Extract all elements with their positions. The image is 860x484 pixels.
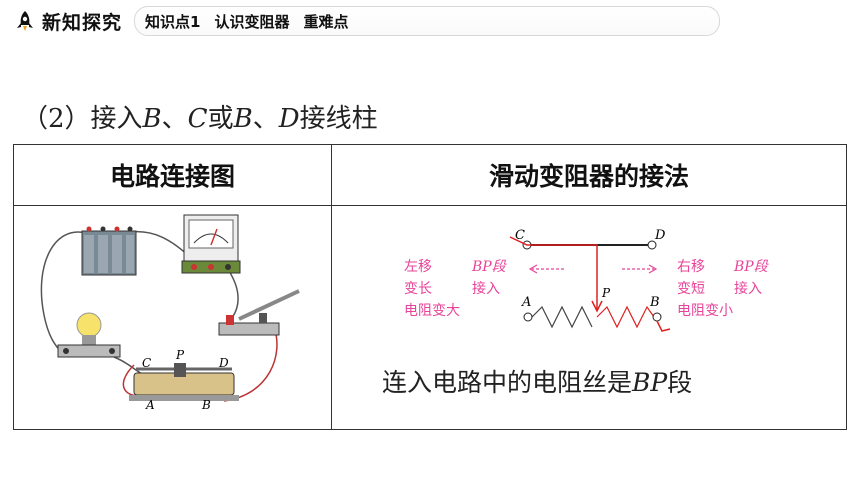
circuit-label-c: C	[142, 356, 151, 370]
bulb-icon	[57, 312, 121, 358]
ammeter-icon	[181, 214, 241, 274]
topic-pill: 知识点1 认识变阻器 重难点	[134, 6, 720, 36]
circuit-label-a: A	[145, 398, 155, 412]
caption-segment: BP	[632, 368, 668, 397]
top-bar: 新知探究 知识点1 认识变阻器 重难点	[14, 5, 720, 37]
header-connection-method: 滑动变阻器的接法	[488, 162, 689, 191]
note-left-resistance: 电阻变大	[404, 303, 460, 319]
circuit-label-p: P	[175, 348, 185, 362]
note-right-shorter: 变短	[677, 281, 705, 297]
subtitle: （2）接入B、C或B、D接线柱	[22, 98, 378, 135]
schematic-label-c: C	[515, 228, 525, 243]
schematic-label-b: B	[649, 295, 660, 310]
note-left-longer: 变长	[404, 281, 432, 297]
rocket-icon	[17, 11, 33, 31]
schematic-label-a: A	[521, 295, 531, 310]
topic-name: 认识变阻器	[214, 12, 290, 31]
circuit-drawing: C P D A B	[40, 214, 300, 412]
battery-icon	[81, 226, 137, 276]
circuit-label-b: B	[201, 398, 211, 412]
table-header-row: 电路连接图 滑动变阻器的接法	[14, 145, 846, 206]
schematic-label-d: D	[654, 228, 666, 243]
caption-suffix: 段	[667, 368, 693, 397]
subtitle-suffix: 接线柱	[299, 104, 378, 134]
note-left-move: 左移	[404, 259, 432, 275]
comparison-table: 电路连接图 滑动变阻器的接法	[13, 144, 847, 430]
header-circuit-diagram: 电路连接图	[14, 145, 332, 205]
note-right-bp: BP段	[733, 259, 770, 275]
rheostat-schematic-cell: C D A B P 左移 变长 电阻变大 BP段 接入 右移 变短 电阻变小 B…	[332, 205, 846, 429]
note-left-bp: BP段	[471, 259, 508, 275]
section-title: 新知探究	[42, 11, 123, 34]
topic-tag: 重难点	[303, 12, 349, 31]
subtitle-prefix: （2）接入	[22, 104, 143, 134]
circuit-illustration: C P D A B	[14, 205, 332, 429]
subtitle-or: 或	[207, 104, 234, 134]
circuit-label-d: D	[218, 356, 229, 370]
subtitle-b2: B	[233, 104, 253, 134]
subtitle-c: C	[187, 104, 208, 134]
subtitle-sep1: 、	[161, 104, 188, 134]
rheostat-icon	[129, 363, 239, 401]
resistance-caption: 连入电路中的电阻丝是BP段	[382, 363, 692, 399]
subtitle-sep2: 、	[252, 104, 279, 134]
note-right-resistance: 电阻变小	[677, 303, 733, 319]
topic-number: 知识点1	[145, 12, 201, 31]
subtitle-b1: B	[142, 104, 162, 134]
switch-icon	[218, 289, 300, 336]
schematic-label-p: P	[601, 286, 611, 300]
caption-prefix: 连入电路中的电阻丝是	[382, 368, 633, 397]
note-right-connect: 接入	[734, 280, 762, 297]
subtitle-d: D	[278, 104, 300, 134]
rheostat-schematic: C D A B P 左移 变长 电阻变大 BP段 接入 右移 变短 电阻变小 B…	[404, 228, 770, 332]
note-right-move: 右移	[677, 259, 705, 275]
note-left-connect: 接入	[472, 280, 500, 297]
